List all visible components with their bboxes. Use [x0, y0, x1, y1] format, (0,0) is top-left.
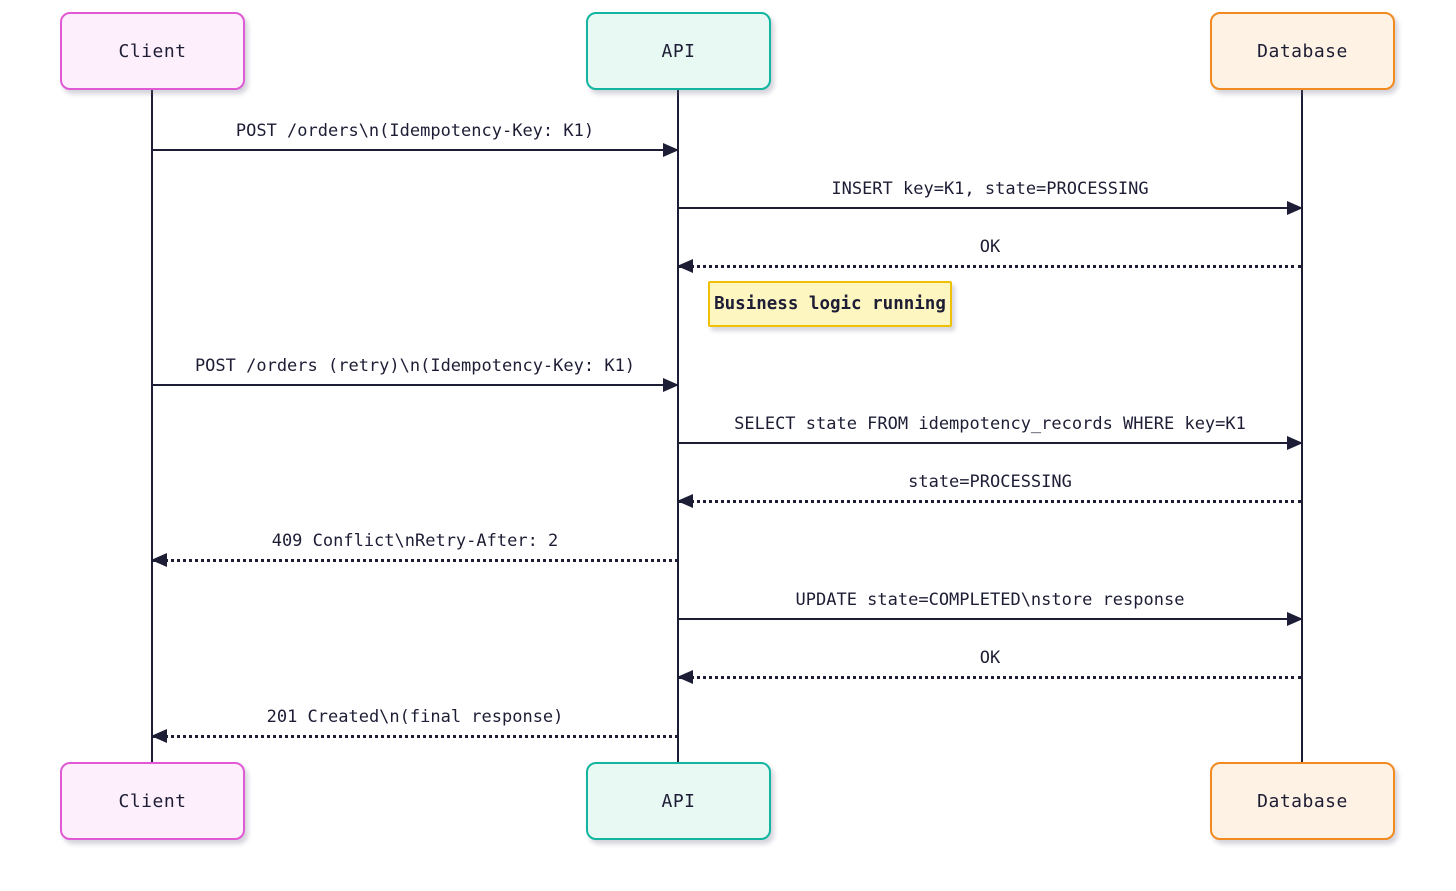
message-arrow-solid — [152, 384, 678, 386]
lifeline-database — [1301, 90, 1303, 762]
actor-box-api-bottom: API — [586, 762, 771, 840]
arrowhead-left-icon — [151, 729, 167, 743]
arrowhead-left-icon — [151, 553, 167, 567]
actor-label-api: API — [661, 40, 696, 62]
message-post-orders: POST /orders\n(Idempotency-Key: K1) — [152, 119, 679, 157]
note-business-logic: Business logic running — [708, 281, 952, 327]
actor-label-client: Client — [118, 790, 187, 812]
message-label: 409 Conflict\nRetry-After: 2 — [271, 531, 559, 551]
message-insert-key: INSERT key=K1, state=PROCESSING — [678, 177, 1303, 215]
actor-label-database: Database — [1257, 790, 1348, 812]
message-label: UPDATE state=COMPLETED\nstore response — [795, 590, 1185, 610]
actor-label-client: Client — [118, 40, 187, 62]
arrowhead-left-icon — [677, 494, 693, 508]
message-arrow-solid — [152, 149, 678, 151]
message-select-state: SELECT state FROM idempotency_records WH… — [678, 412, 1303, 450]
actor-label-api: API — [661, 790, 696, 812]
note-label: Business logic running — [714, 294, 946, 314]
actor-box-client-top: Client — [60, 12, 245, 90]
actor-box-database-top: Database — [1210, 12, 1395, 90]
message-label: 201 Created\n(final response) — [266, 707, 564, 727]
lifeline-api — [677, 90, 679, 762]
actor-label-database: Database — [1257, 40, 1348, 62]
message-post-orders-retry: POST /orders (retry)\n(Idempotency-Key: … — [152, 354, 679, 392]
message-arrow-dotted — [152, 735, 678, 738]
message-update-state: UPDATE state=COMPLETED\nstore response — [678, 588, 1303, 626]
message-label: POST /orders\n(Idempotency-Key: K1) — [235, 121, 595, 141]
message-label: SELECT state FROM idempotency_records WH… — [734, 414, 1246, 434]
arrowhead-left-icon — [677, 259, 693, 273]
message-201-created: 201 Created\n(final response) — [151, 705, 678, 743]
message-label: OK — [979, 648, 1001, 668]
message-ok-1: OK — [677, 235, 1302, 273]
message-label: state=PROCESSING — [908, 472, 1072, 492]
message-arrow-dotted — [678, 676, 1302, 679]
arrowhead-left-icon — [677, 670, 693, 684]
message-label: OK — [979, 237, 1001, 257]
message-state-processing: state=PROCESSING — [677, 470, 1302, 508]
actor-box-api-top: API — [586, 12, 771, 90]
message-label: INSERT key=K1, state=PROCESSING — [831, 179, 1149, 199]
arrowhead-right-icon — [1287, 612, 1303, 626]
actor-box-database-bottom: Database — [1210, 762, 1395, 840]
arrowhead-right-icon — [1287, 201, 1303, 215]
arrowhead-right-icon — [663, 378, 679, 392]
message-409-conflict: 409 Conflict\nRetry-After: 2 — [151, 529, 678, 567]
message-arrow-solid — [678, 207, 1302, 209]
lifeline-client — [151, 90, 153, 762]
message-ok-2: OK — [677, 646, 1302, 684]
message-arrow-solid — [678, 618, 1302, 620]
message-arrow-dotted — [152, 559, 678, 562]
message-arrow-dotted — [678, 265, 1302, 268]
message-arrow-solid — [678, 442, 1302, 444]
actor-box-client-bottom: Client — [60, 762, 245, 840]
arrowhead-right-icon — [1287, 436, 1303, 450]
arrowhead-right-icon — [663, 143, 679, 157]
message-arrow-dotted — [678, 500, 1302, 503]
message-label: POST /orders (retry)\n(Idempotency-Key: … — [194, 356, 636, 376]
